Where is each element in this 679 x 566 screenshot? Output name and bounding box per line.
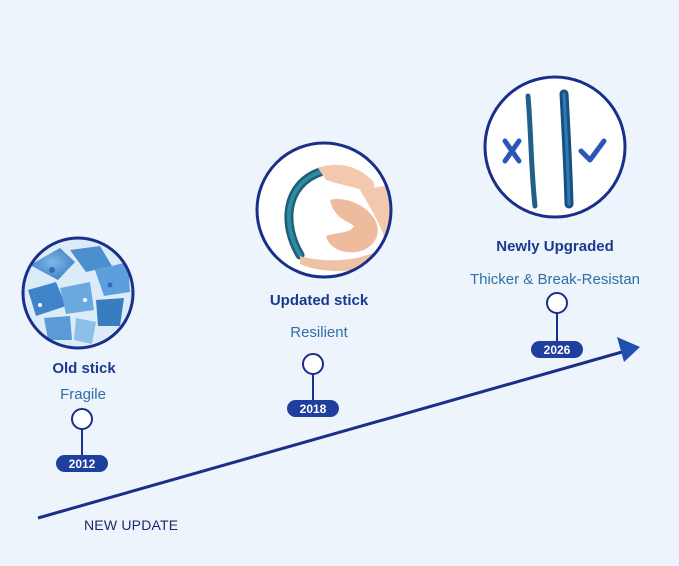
year-label-2012: 2012 <box>69 457 96 471</box>
year-badge-2026: 2026 <box>531 341 583 358</box>
x-mark-icon <box>502 138 522 164</box>
marker-2018 <box>302 353 324 400</box>
check-mark-icon <box>578 138 607 163</box>
stage-subtitle-newly: Thicker & Break-Resistan <box>469 271 641 288</box>
stage-subtitle-updated: Resilient <box>290 324 348 341</box>
marker-2026 <box>546 292 568 341</box>
year-badge-2018: 2018 <box>287 400 339 417</box>
progress-arrow-line <box>37 350 623 520</box>
upgraded-stick-photo <box>483 75 627 219</box>
stage-title-old: Old stick <box>52 360 116 377</box>
updated-stick-photo <box>255 141 393 279</box>
year-badge-2012: 2012 <box>56 455 108 472</box>
year-label-2018: 2018 <box>300 402 327 416</box>
progress-arrow-head <box>617 337 640 362</box>
marker-2012 <box>71 408 93 455</box>
stage-title-updated: Updated stick <box>269 292 369 309</box>
stage-subtitle-old: Fragile <box>60 386 106 403</box>
old-stick-photo <box>21 236 135 350</box>
year-label-2026: 2026 <box>544 343 571 357</box>
new-update-label: NEW UPDATE <box>84 517 179 533</box>
stage-title-newly: Newly Upgraded <box>496 238 614 255</box>
